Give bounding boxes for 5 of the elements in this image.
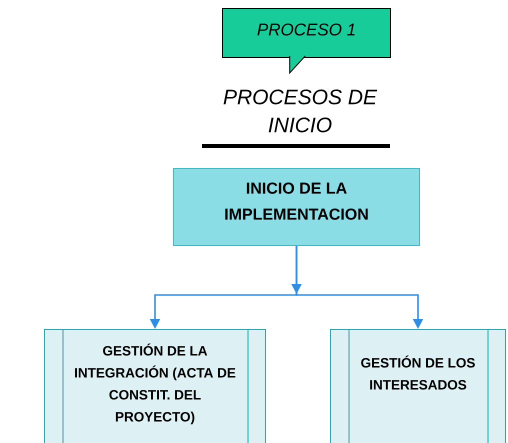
process-box: GESTIÓN DE LOS INTERESADOS bbox=[330, 328, 506, 443]
process-box: GESTIÓN DE LA INTEGRACIÓN (ACTA DE CONSTIT. DEL PROYECTO) bbox=[44, 328, 266, 443]
speech-bubble: PROCESO 1 bbox=[222, 8, 391, 74]
heading: PROCESOS DE INICIO bbox=[224, 90, 378, 132]
process-box: INICIO DE LA IMPLEMENTACION bbox=[173, 168, 420, 246]
